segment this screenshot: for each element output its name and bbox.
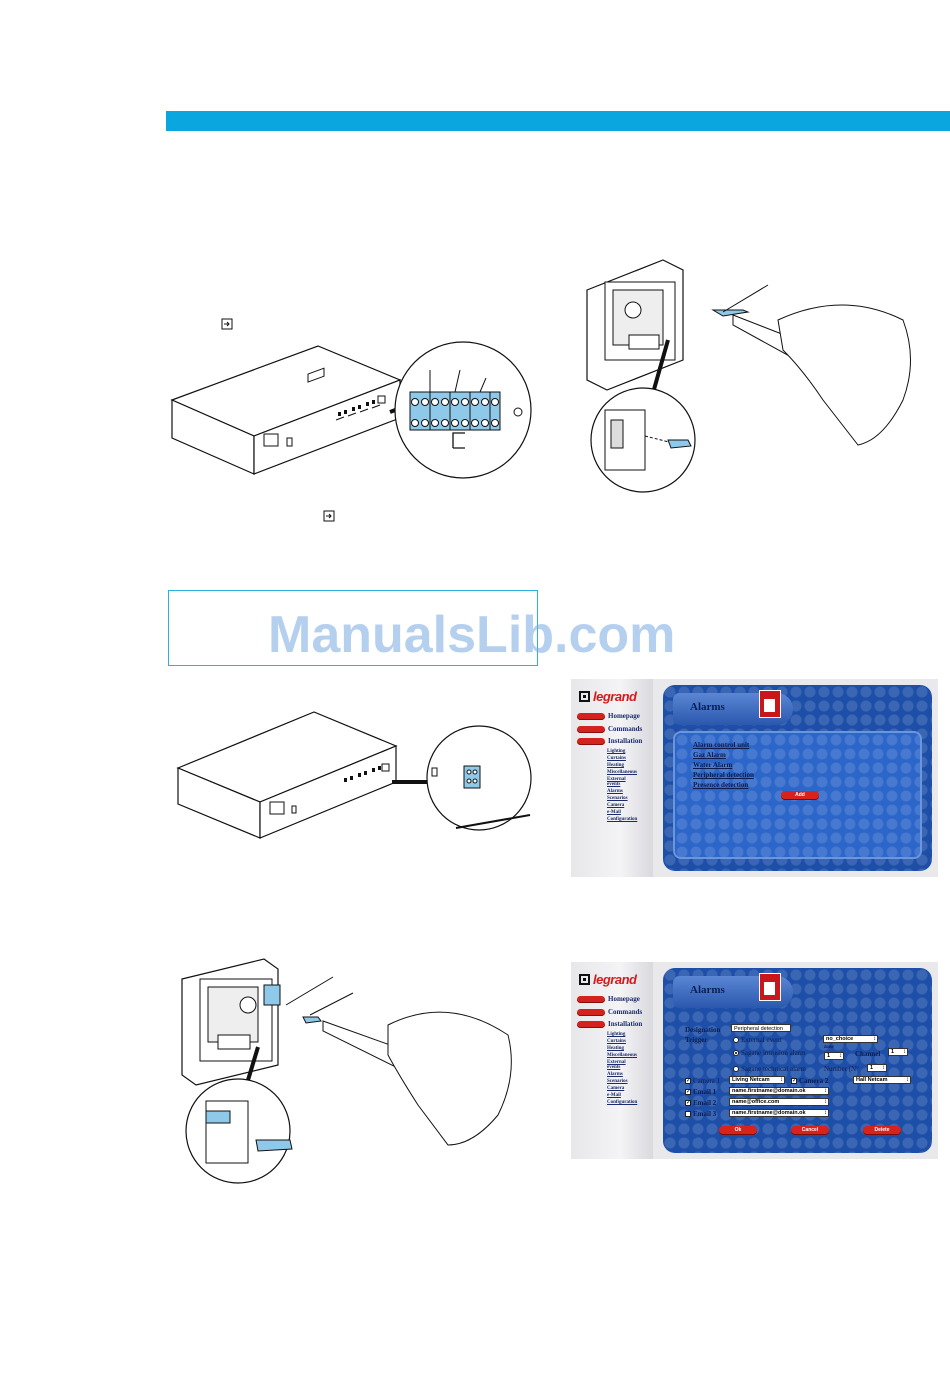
number-label: Number (N°	[824, 1065, 859, 1073]
link-gaz-alarm[interactable]: Gaz Alarm	[693, 751, 726, 759]
content-panel: Alarms Alarm control unit Gaz Alarm Wate…	[663, 685, 932, 871]
radio-sagane-technical[interactable]	[733, 1066, 739, 1072]
sidebar: legrand Homepage Commands Installation L…	[571, 679, 653, 877]
nav-homepage[interactable]: Homepage	[577, 712, 640, 720]
alarm-book-icon	[759, 690, 781, 718]
email2-checkbox[interactable]: ✓	[685, 1100, 692, 1106]
designation-label: Designation	[685, 1026, 721, 1034]
email1-label: Email 1	[693, 1088, 717, 1096]
nav-sub-lighting[interactable]: Lighting	[607, 749, 626, 754]
nav-sub-lighting[interactable]: Lighting	[607, 1032, 626, 1037]
entry-arrow-icon	[221, 318, 233, 332]
camera2-label: Camera 2	[799, 1077, 829, 1085]
zone-select[interactable]: 1	[824, 1052, 844, 1060]
camera1-checkbox[interactable]: ✓	[685, 1078, 692, 1084]
control-unit-switch-illustration	[174, 710, 534, 845]
nav-installation[interactable]: Installation	[577, 1020, 642, 1028]
link-presence-detection[interactable]: Presence detection	[693, 781, 749, 789]
channel-select[interactable]: 1	[888, 1048, 908, 1056]
ok-button[interactable]: Ok	[719, 1126, 757, 1134]
radio-sagane-intrusion[interactable]	[733, 1050, 739, 1056]
channel-label: Channel	[855, 1050, 881, 1058]
nav-sub-events[interactable]: events	[607, 782, 621, 787]
nav-sub-scenarios[interactable]: Scenarios	[607, 1079, 628, 1084]
nav-sub-email[interactable]: e-Mail	[607, 1093, 621, 1098]
number-select[interactable]: 1	[867, 1064, 887, 1072]
camera2-select[interactable]: Hall Netcam	[853, 1076, 911, 1084]
wall-module-screwdriver-illustration	[583, 250, 928, 495]
nav-sub-miscellaneous[interactable]: Miscellaneous	[607, 770, 637, 775]
zone-label: zone	[824, 1045, 834, 1050]
sagane-intrusion-label: Sagane intrusion alarm	[741, 1049, 806, 1057]
nav-sub-alarms[interactable]: Alarms	[607, 789, 623, 794]
sidebar: legrand Homepage Commands Installation L…	[571, 962, 653, 1159]
nav-sub-scenarios[interactable]: Scenarios	[607, 796, 628, 801]
link-alarm-control-unit[interactable]: Alarm control unit	[693, 741, 750, 749]
wall-module-screwdriver-illustration-2	[178, 955, 523, 1190]
camera1-select[interactable]: Living Netcam	[729, 1076, 785, 1084]
info-frame	[168, 590, 538, 666]
nav-installation[interactable]: Installation	[577, 737, 642, 745]
legrand-logo-icon	[579, 974, 590, 985]
email3-select[interactable]: name.firstname@domain.ok	[729, 1109, 829, 1117]
email3-label: Email 3	[693, 1110, 717, 1118]
nav-sub-camera[interactable]: Camera	[607, 1086, 625, 1091]
nav-sub-email[interactable]: e-Mail	[607, 810, 621, 815]
legrand-logo: legrand	[579, 972, 637, 987]
designation-input[interactable]: Peripheral detection	[731, 1024, 791, 1032]
email2-label: Email 2	[693, 1099, 717, 1107]
external-event-select[interactable]: no_choice	[823, 1035, 878, 1043]
nav-sub-miscellaneous[interactable]: Miscellaneous	[607, 1053, 637, 1058]
email1-select[interactable]: name.firstname@domain.ok	[729, 1087, 829, 1095]
alarm-form-screenshot: legrand Homepage Commands Installation L…	[571, 962, 938, 1159]
link-water-alarm[interactable]: Water Alarm	[693, 761, 733, 769]
radio-external-event[interactable]	[733, 1037, 739, 1043]
trigger-label: Trigger	[685, 1036, 708, 1044]
nav-sub-events[interactable]: events	[607, 1065, 621, 1070]
alarm-links-panel: Alarm control unit Gaz Alarm Water Alarm…	[673, 731, 922, 859]
nav-sub-external[interactable]: External	[607, 777, 626, 782]
nav-commands[interactable]: Commands	[577, 725, 642, 733]
nav-sub-curtains[interactable]: Curtains	[607, 1039, 626, 1044]
section-header-band	[166, 111, 950, 131]
nav-homepage[interactable]: Homepage	[577, 995, 640, 1003]
delete-button[interactable]: Delete	[863, 1126, 901, 1134]
watermark-text: ManualsLib.com	[268, 606, 676, 664]
camera1-label: Camera 1	[693, 1077, 721, 1085]
nav-sub-heating[interactable]: Heating	[607, 763, 624, 768]
alarms-list-screenshot: legrand Homepage Commands Installation L…	[571, 679, 938, 877]
legrand-logo-icon	[579, 691, 590, 702]
link-peripheral-detection[interactable]: Peripheral detection	[693, 771, 754, 779]
email1-checkbox[interactable]: ✓	[685, 1089, 692, 1095]
add-button[interactable]: Add	[781, 791, 819, 799]
email2-select[interactable]: name@office.com	[729, 1098, 829, 1106]
control-unit-terminal-illustration	[168, 340, 538, 480]
email3-checkbox[interactable]	[685, 1111, 691, 1117]
page-title: Alarms	[690, 701, 725, 713]
nav-commands[interactable]: Commands	[577, 1008, 642, 1016]
nav-sub-configuration[interactable]: Configuration	[607, 1100, 638, 1105]
legrand-logo: legrand	[579, 689, 637, 704]
cancel-button[interactable]: Cancel	[791, 1126, 829, 1134]
content-panel: Alarms Designation Peripheral detection …	[663, 968, 932, 1153]
sagane-technical-label: Sagane technical alarm	[741, 1065, 806, 1073]
external-event-label: External event	[741, 1036, 782, 1044]
nav-sub-external[interactable]: External	[607, 1060, 626, 1065]
page-title: Alarms	[690, 984, 725, 996]
nav-sub-heating[interactable]: Heating	[607, 1046, 624, 1051]
entry-arrow-icon	[323, 510, 335, 524]
camera2-checkbox[interactable]: ✓	[791, 1078, 798, 1084]
nav-sub-curtains[interactable]: Curtains	[607, 756, 626, 761]
nav-sub-alarms[interactable]: Alarms	[607, 1072, 623, 1077]
alarm-book-icon	[759, 973, 781, 1001]
nav-sub-camera[interactable]: Camera	[607, 803, 625, 808]
nav-sub-configuration[interactable]: Configuration	[607, 817, 638, 822]
